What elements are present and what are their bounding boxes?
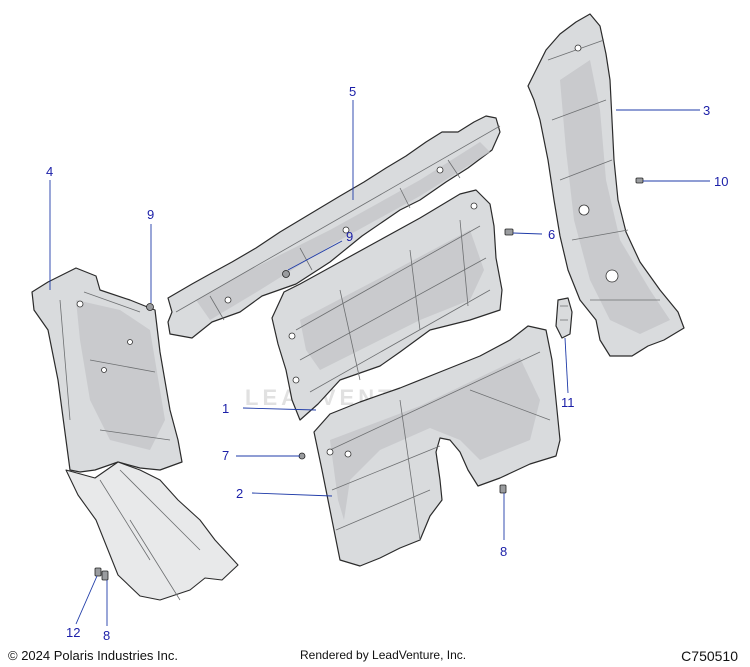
fastener-12[interactable]	[94, 567, 102, 577]
callout-6: 6	[548, 227, 555, 242]
part-3-right-side-panel[interactable]	[527, 13, 685, 357]
part-2-lower-panel[interactable]	[313, 325, 561, 567]
part-5-upper-crossmember[interactable]	[167, 115, 501, 339]
part-4-left-side-panel[interactable]	[31, 267, 183, 473]
callout-10: 10	[714, 174, 728, 189]
fastener-6[interactable]	[504, 228, 514, 236]
callout-3: 3	[703, 103, 710, 118]
rendered-by-text: Rendered by LeadVenture, Inc.	[300, 648, 467, 662]
callout-11: 11	[561, 395, 575, 410]
callout-12: 12	[66, 625, 80, 640]
diagram-code: C750510	[681, 648, 738, 664]
part-4-left-lower-extension[interactable]	[65, 461, 239, 601]
part-1-rear-panel[interactable]	[271, 189, 503, 421]
fastener-9-center[interactable]	[282, 270, 290, 278]
part-11-bracket[interactable]	[555, 297, 573, 339]
callout-2: 2	[236, 486, 243, 501]
callout-4: 4	[46, 164, 53, 179]
copyright-text: © 2024 Polaris Industries Inc.	[8, 648, 178, 663]
callout-7: 7	[222, 448, 229, 463]
callout-8-center: 8	[500, 544, 507, 559]
callout-1: 1	[222, 401, 229, 416]
fastener-9-left[interactable]	[146, 303, 154, 311]
fastener-10[interactable]	[635, 177, 644, 184]
leader-lines	[49, 100, 710, 626]
fastener-8-left[interactable]	[101, 570, 109, 581]
fastener-8-center[interactable]	[499, 484, 507, 494]
callout-8-left: 8	[103, 628, 110, 643]
callout-5: 5	[349, 84, 356, 99]
callout-9-center: 9	[346, 229, 353, 244]
callout-9-left: 9	[147, 207, 154, 222]
